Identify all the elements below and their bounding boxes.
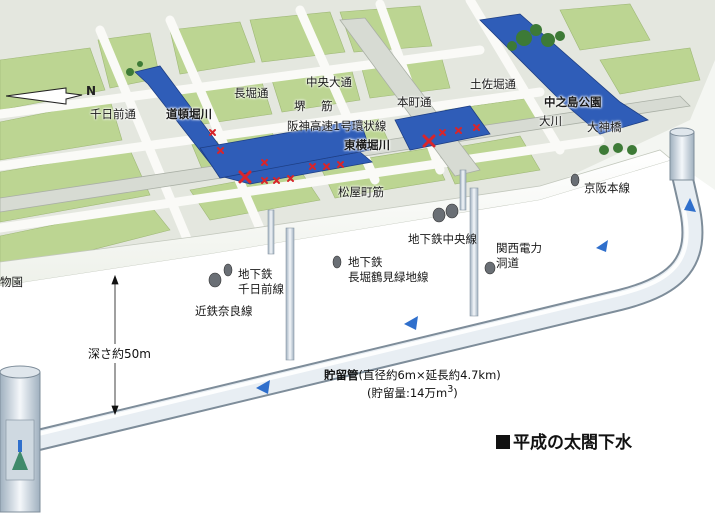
label-sakai-suji: 堺 筋 (294, 99, 339, 113)
storage-capacity-prefix: (貯留量:14万m (366, 385, 448, 400)
label-subway-nagahori-2: 長堀鶴見緑地線 (348, 270, 429, 284)
label-subway-sennichimae-2: 千日前線 (238, 282, 284, 296)
overflow-markers (209, 124, 480, 184)
pump-well (0, 365, 41, 513)
label-honmachi-dori: 本町通 (397, 95, 432, 109)
storage-pipe-highlight (28, 208, 689, 438)
subway-tunnels (208, 173, 580, 288)
flow-arrow-icon (256, 380, 270, 394)
flow-arrow-icon (684, 198, 696, 212)
label-tenjinbashi: 大神橋 (587, 120, 622, 134)
label-kintetsu-nara-line: 近鉄奈良線 (195, 304, 253, 318)
flow-arrow-icon (404, 316, 418, 330)
intake-shaft (669, 127, 695, 181)
label-tosabori-dori: 土佐堀通 (470, 77, 516, 91)
label-kansai-power-1: 関西電力 (496, 241, 542, 255)
storage-capacity-sup: 3 (447, 383, 454, 395)
label-nagahori-dori: 長堀通 (234, 86, 269, 100)
label-chuo-odori: 中央大通 (306, 75, 352, 89)
underground-area (0, 160, 715, 514)
label-subway-chuo-line: 地下鉄中央線 (408, 232, 477, 246)
label-subway-nagahori-1: 地下鉄 (348, 255, 383, 269)
label-zoo-partial: 物園 (0, 275, 23, 289)
label-sennichimae-dori: 千日前通 (90, 107, 136, 121)
diagram-title-text: 平成の太閤下水 (513, 433, 632, 453)
storage-capacity-suffix: ) (453, 385, 458, 400)
label-nakanoshima-park: 中之島公園 (544, 95, 602, 109)
storage-pipe-body (21, 166, 702, 451)
label-keihan-line: 京阪本線 (584, 181, 630, 195)
dotonbori-river (134, 65, 373, 185)
depth-label: 深さ約50m (86, 344, 153, 363)
nakanoshima-trees (126, 24, 637, 155)
label-subway-sennichimae-1: 地下鉄 (238, 267, 273, 281)
label-dotonbori: 道頓堀川 (166, 107, 212, 121)
north-compass: N (5, 84, 106, 108)
higashiyokobori-river (199, 119, 371, 179)
storage-pipe-spec: (直径約6m×延長約4.7km) (358, 368, 501, 382)
compass-label: N (86, 84, 97, 98)
diagram-title: 平成の太閤下水 (496, 428, 632, 453)
title-square-icon (496, 435, 510, 449)
label-kansai-power-2: 洞道 (496, 256, 519, 270)
flow-arrows (256, 198, 696, 394)
label-okawa: 大川 (539, 114, 562, 128)
north-arrow-icon (5, 87, 83, 105)
flow-arrow-icon (596, 240, 608, 252)
label-higashiyokobori: 東横堀川 (344, 138, 390, 152)
label-hanshin-expressway: 阪神高速1号環状線 (287, 119, 387, 133)
nakanoshima-water (394, 105, 491, 151)
label-matsuyamachi-suji: 松屋町筋 (338, 185, 384, 199)
connection-shafts (267, 169, 479, 361)
storage-pipe-name: 貯留管 (324, 368, 359, 382)
storage-pipe-label: 貯留管(直径約6m×延長約4.7km) (貯留量:14万m3) (324, 368, 501, 401)
